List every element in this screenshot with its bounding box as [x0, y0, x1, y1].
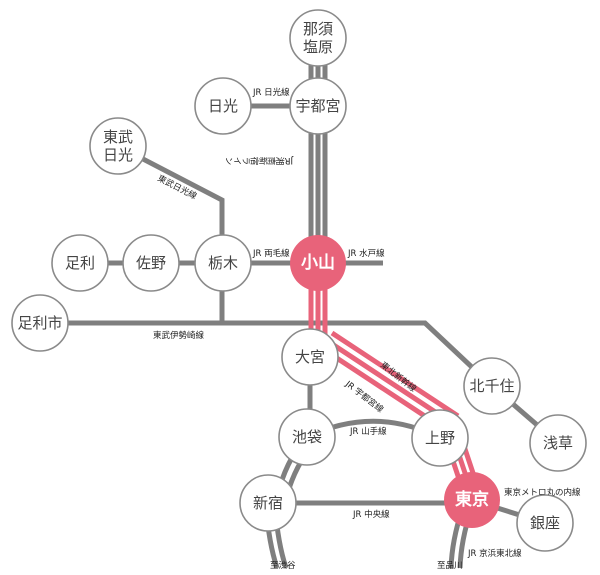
station-shinjuku[interactable]: 新宿 — [239, 474, 297, 532]
ryomo-line-label: JR 両毛線 — [252, 248, 290, 259]
station-name: 佐野 — [136, 254, 166, 272]
station-name: 日光 — [208, 97, 238, 115]
station-name: 足利 — [65, 254, 95, 272]
station-name: 東武 — [103, 128, 133, 146]
station-sano[interactable]: 佐野 — [122, 234, 180, 292]
station-name: 東京 — [455, 489, 489, 510]
station-ikebukuro[interactable]: 池袋 — [278, 408, 336, 466]
keihin-tohoku-line-label: JR 京浜東北線 — [467, 548, 522, 559]
station-name: 大宮 — [295, 348, 325, 366]
line-labels: JR 日光線 東武日光線 JR湘南新宿ライン JR 両毛線 JR 水戸線 東武伊… — [153, 87, 581, 571]
station-name: 新宿 — [253, 494, 283, 512]
to-shinagawa-label: 至品川 — [437, 561, 463, 571]
marunouchi-line-label: 東京メトロ丸の内線 — [504, 487, 581, 498]
station-ashikagashi[interactable]: 足利市 — [11, 294, 69, 352]
to-shibuya-label: 至渋谷 — [270, 560, 296, 571]
mito-line-label: JR 水戸線 — [347, 248, 385, 259]
station-tochigi[interactable]: 栃木 — [194, 234, 252, 292]
station-ueno[interactable]: 上野 — [411, 409, 469, 467]
station-utsunomiya[interactable]: 宇都宮 — [289, 77, 347, 135]
station-nikko[interactable]: 日光 — [194, 77, 252, 135]
chuo-line-label: JR 中央線 — [352, 509, 390, 520]
station-omiya[interactable]: 大宮 — [281, 328, 339, 386]
station-oyama[interactable]: 小山 — [290, 235, 346, 291]
tobu-nikko-line-track — [116, 143, 225, 323]
station-nasushiobara[interactable]: 那須 塩原 — [289, 9, 347, 67]
station-asakusa[interactable]: 浅草 — [529, 414, 587, 472]
station-name: 池袋 — [292, 428, 322, 446]
tobu-isesaki-line-label: 東武伊勢崎線 — [153, 330, 205, 341]
station-name: 那須 — [303, 20, 333, 38]
station-name: 小山 — [301, 253, 335, 273]
station-name: 塩原 — [303, 38, 333, 56]
station-tobunikko[interactable]: 東武 日光 — [89, 117, 147, 175]
station-name: 銀座 — [530, 514, 560, 532]
station-name: 足利市 — [17, 314, 62, 332]
tobu-isesaki-line-track — [40, 320, 560, 445]
station-name: 北千住 — [469, 377, 514, 395]
station-name: 宇都宮 — [295, 97, 340, 115]
station-ginza[interactable]: 銀座 — [516, 494, 574, 552]
station-name: 栃木 — [208, 254, 238, 272]
yamanote-line-label: JR 山手線 — [349, 426, 387, 437]
shonan-shinjuku-line-label: JR湘南新宿ライン — [225, 155, 294, 165]
station-tokyo[interactable]: 東京 — [444, 472, 500, 528]
station-name: 日光 — [103, 146, 133, 164]
station-name: 浅草 — [543, 434, 573, 452]
station-kitasenju[interactable]: 北千住 — [463, 357, 521, 415]
station-ashikaga[interactable]: 足利 — [51, 234, 109, 292]
nikko-line-label: JR 日光線 — [252, 87, 290, 98]
shonan-shinjuku-line-track — [308, 38, 328, 263]
station-name: 上野 — [425, 429, 455, 447]
